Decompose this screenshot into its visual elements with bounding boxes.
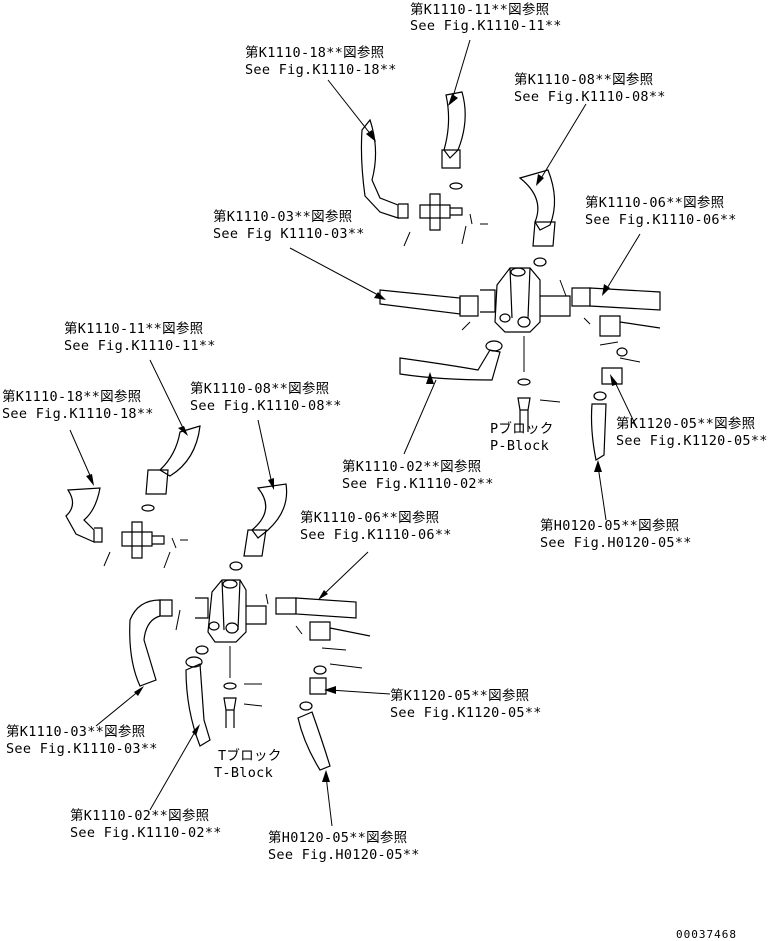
ref-label: 第K1120-05**図参照 See Fig.K1120-05** [390, 687, 542, 721]
ref-jp: 第K1110-08**図参照 [190, 380, 329, 397]
p-block-body [480, 267, 571, 333]
ref-label: 第K1110-03**図参照 See Fig K1110-03** [213, 208, 365, 242]
ref-jp: 第K1110-06**図参照 [585, 194, 724, 211]
ref-en: See Fig.K1110-08** [190, 398, 342, 414]
tee-fitting-upper [403, 193, 488, 247]
ref-en: See Fig.K1110-06** [300, 527, 452, 543]
ref-jp: 第K1120-05**図参照 [616, 415, 755, 432]
ref-jp: 第K1110-03**図参照 [6, 723, 145, 740]
ref-label: 第H0120-05**図参照 See Fig.H0120-05** [540, 517, 692, 551]
ref-en: See Fig.K1120-05** [390, 705, 542, 721]
ref-label: 第K1110-06**図参照 See Fig.K1110-06** [585, 194, 737, 228]
hose-h0120-lower [297, 701, 331, 771]
ref-en: See Fig.K1120-05** [616, 433, 768, 449]
t-block-assembly [65, 425, 371, 771]
block-labels: Pブロック P-Block Tブロック T-Block [214, 420, 554, 781]
ref-en: See Fig.K1110-03** [6, 741, 158, 757]
ref-label: 第K1110-11**図参照 See Fig.K1110-11** [64, 320, 216, 354]
ref-en: See Fig.H0120-05** [540, 535, 692, 551]
ref-jp: 第K1110-18**図参照 [245, 44, 384, 61]
hose-08-upper [518, 169, 556, 267]
ref-jp: 第H0120-05**図参照 [540, 517, 679, 534]
ref-en: See Fig.K1110-11** [410, 18, 562, 34]
ref-label: 第K1110-03**図参照 See Fig.K1110-03** [6, 723, 158, 757]
hose-03-upper [379, 289, 479, 331]
ref-label: 第K1110-02**図参照 See Fig.K1110-02** [70, 807, 222, 841]
elbow-fitting-right-lower [295, 621, 371, 695]
leader-lines [69, 39, 641, 827]
ref-label: 第H0120-05**図参照 See Fig.H0120-05** [268, 829, 420, 863]
elbow-fitting-18 [360, 118, 409, 219]
ref-label: 第K1120-05**図参照 See Fig.K1120-05** [616, 415, 768, 449]
hose-06-upper [559, 279, 661, 311]
p-block-assembly [360, 91, 661, 461]
hose-03-lower [129, 599, 181, 687]
t-block-label-en: T-Block [214, 765, 273, 781]
hose-h0120-upper [590, 391, 607, 461]
hose-11-lower [141, 425, 201, 512]
hose-02-upper [399, 340, 503, 381]
ref-en: See Fig.K1110-02** [70, 825, 222, 841]
ref-jp: 第K1110-06**図参照 [300, 509, 439, 526]
ref-en: See Fig.K1110-18** [2, 406, 154, 422]
ref-label: 第K1110-18**図参照 See Fig.K1110-18** [245, 44, 397, 78]
ref-jp: 第K1110-03**図参照 [213, 208, 352, 225]
p-block-label-jp: Pブロック [490, 420, 554, 437]
p-block-label-en: P-Block [490, 438, 549, 454]
ref-jp: 第K1110-18**図参照 [2, 388, 141, 405]
hose-06-lower [265, 593, 357, 619]
ref-label: 第K1110-02**図参照 See Fig.K1110-02** [342, 458, 494, 492]
ref-jp: 第K1110-11**図参照 [64, 320, 203, 337]
t-block-label-jp: Tブロック [218, 747, 282, 764]
ref-jp: 第K1110-02**図参照 [342, 458, 481, 475]
ref-en: See Fig.K1110-11** [64, 338, 216, 354]
ref-en: See Fig K1110-03** [213, 226, 365, 242]
ref-en: See Fig.K1110-18** [245, 62, 397, 78]
ref-jp: 第K1110-11**図参照 [410, 1, 549, 18]
bolt-upper [517, 336, 561, 432]
hose-08-lower [229, 483, 288, 571]
ref-jp: 第K1110-02**図参照 [70, 807, 209, 824]
ref-jp: 第K1110-08**図参照 [514, 71, 653, 88]
ref-jp: 第K1120-05**図参照 [390, 687, 529, 704]
hose-02-lower [185, 645, 211, 747]
ref-en: See Fig.K1110-08** [514, 89, 666, 105]
ref-label: 第K1110-11**図参照 See Fig.K1110-11** [410, 1, 562, 34]
ref-label: 第K1110-18**図参照 See Fig.K1110-18** [2, 388, 154, 422]
ref-en: See Fig.H0120-05** [268, 847, 420, 863]
t-block-body [195, 579, 267, 643]
ref-label: 第K1110-08**図参照 See Fig.K1110-08** [514, 71, 666, 105]
bolt-lower [223, 646, 263, 728]
drawing-number: 00037468 [676, 928, 737, 941]
elbow-fitting-18-lower [65, 487, 103, 543]
ref-label: 第K1110-06**図参照 See Fig.K1110-06** [300, 509, 452, 543]
reference-labels: 第K1110-11**図参照 See Fig.K1110-11** 第K1110… [2, 1, 768, 863]
hose-11-upper [441, 91, 466, 190]
ref-en: See Fig.K1110-06** [585, 212, 737, 228]
tee-fitting-lower [103, 521, 188, 569]
elbow-fitting-right-upper [583, 315, 661, 385]
ref-en: See Fig.K1110-02** [342, 476, 494, 492]
ref-jp: 第H0120-05**図参照 [268, 829, 407, 846]
ref-label: 第K1110-08**図参照 See Fig.K1110-08** [190, 380, 342, 414]
